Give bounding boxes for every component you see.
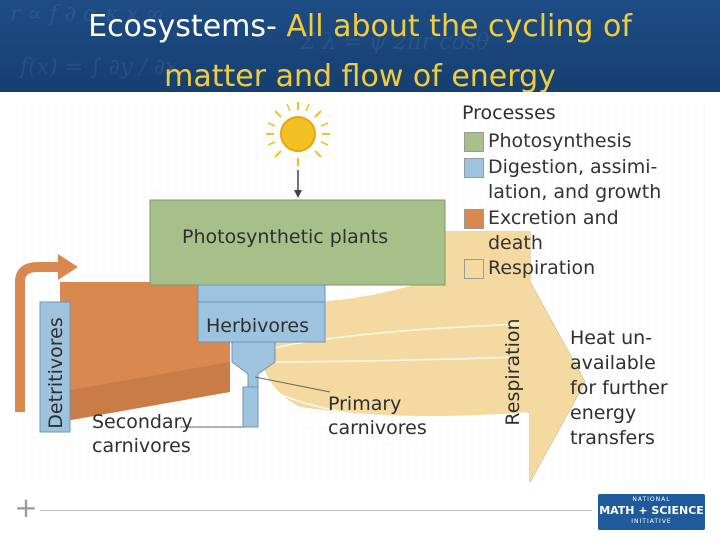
sunlight-arrowhead <box>294 190 302 198</box>
legend-digestion: Digestion, assimi- <box>488 156 658 178</box>
sun-icon <box>266 102 330 166</box>
recycle-arrow <box>15 262 60 312</box>
heat-label-line: transfers <box>570 427 655 449</box>
legend-swatch-photosynthesis <box>464 132 484 152</box>
flow-streak <box>257 356 521 363</box>
slide-title: Ecosystems- All about the cycling of mat… <box>0 2 720 92</box>
herbivores-label: Herbivores <box>206 315 309 337</box>
diagram-stage: Processes Photosynthesis Digestion, assi… <box>0 92 720 540</box>
nmsi-logo: NATIONAL MATH + SCIENCE INITIATIVE <box>598 494 705 530</box>
respiration-flow <box>262 232 585 482</box>
title-strong: Ecosystems- <box>88 9 277 44</box>
heat-label: Heat un- available for further energy tr… <box>570 326 668 451</box>
legend-excretion-2: death <box>488 232 543 254</box>
legend-heading: Processes <box>462 102 556 124</box>
title-bar: r ∝ f ∂ α κ x ∞ Σ λ = ψ 2πr cosθ f(x) = … <box>0 0 720 92</box>
legend-excretion: Excretion and <box>488 207 619 229</box>
plants-box <box>149 199 446 286</box>
flow-streak <box>257 381 421 423</box>
legend-digestion-2: lation, and growth <box>488 181 662 203</box>
excretion-flow-lower <box>60 362 230 422</box>
title-rest-2: matter and flow of energy <box>164 59 556 92</box>
title-watermark: Σ λ = ψ 2πr cosθ <box>300 30 490 55</box>
legend-photosynthesis: Photosynthesis <box>488 130 632 152</box>
title-watermark: r ∝ f ∂ α κ x ∞ <box>10 2 164 27</box>
excretion-flow <box>60 282 230 392</box>
heat-label-line: energy <box>570 402 637 424</box>
heat-label-line: Heat un- <box>570 327 653 349</box>
footer-divider <box>40 510 592 511</box>
detritivores-label: Detritivores <box>45 317 67 429</box>
heat-label-line: available <box>570 352 656 374</box>
legend-swatch-excretion <box>464 209 484 229</box>
legend-swatch-digestion <box>464 158 484 178</box>
secondary-carnivores-line2: carnivores <box>92 435 191 457</box>
primary-carnivores-label: Primary carnivores <box>328 392 427 440</box>
title-rest-1: All about the cycling of <box>276 9 632 44</box>
logo-bottom-text: INITIATIVE <box>631 518 672 525</box>
plants-label: Photosynthetic plants <box>182 226 389 248</box>
logo-main-text: MATH + SCIENCE <box>599 504 704 517</box>
herbivores-box <box>197 301 326 343</box>
secondary-carnivores-label: Secondary carnivores <box>92 410 193 458</box>
legend-respiration: Respiration <box>488 257 596 279</box>
secondary-carnivores-line1: Secondary <box>92 411 193 433</box>
primary-carnivores-line1: Primary <box>328 393 402 415</box>
primary-pointer <box>254 376 331 393</box>
legend-swatch-respiration <box>464 259 484 279</box>
logo-top-text: NATIONAL <box>632 496 671 503</box>
heat-label-line: for further <box>570 377 668 399</box>
flow-streak <box>267 411 471 453</box>
energy-flow-diagram <box>10 102 710 484</box>
flow-streak <box>257 323 521 353</box>
plus-icon: + <box>14 491 38 524</box>
secondary-carnivore-stem <box>242 386 259 428</box>
primary-carnivores-line2: carnivores <box>328 417 427 439</box>
recycle-arrowhead <box>58 254 78 280</box>
detritivores-bar <box>39 301 71 433</box>
flow-streak <box>257 401 431 443</box>
respiration-arrow-label: Respiration <box>502 318 524 426</box>
title-watermark: f(x) = ∫ ∂y / ∂x <box>20 55 178 80</box>
